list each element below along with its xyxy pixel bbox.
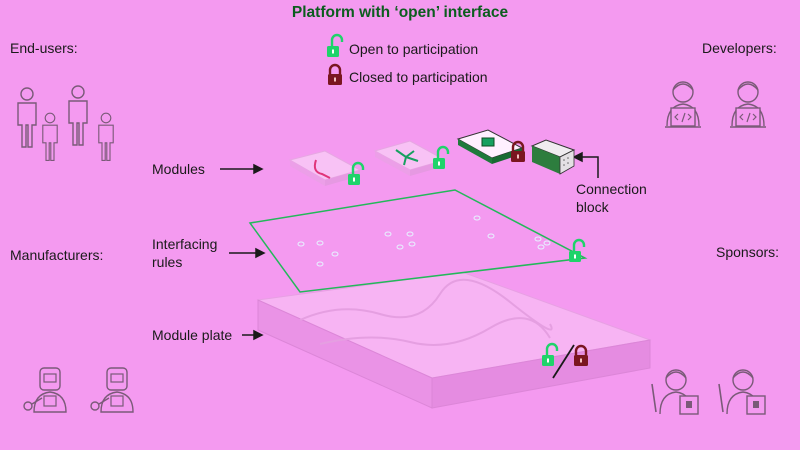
sponsors-label: Sponsors:: [716, 244, 780, 260]
modules-label: Modules: [152, 161, 205, 177]
legend-closed-lock-icon: [326, 63, 344, 87]
developers-people-icon: [664, 81, 767, 128]
legend-open-lock-icon: [325, 33, 344, 59]
modules-arrow: [220, 163, 264, 175]
connection-block-label-line2: block: [576, 199, 609, 215]
connection-block: [530, 139, 576, 175]
legend-closed-label: Closed to participation: [349, 69, 488, 85]
diagram-title: Platform with ‘open’ interface: [291, 4, 509, 21]
module-plate: [256, 271, 652, 409]
module-3: [456, 129, 524, 164]
legend-open-label: Open to participation: [349, 41, 479, 57]
manufacturers-label: Manufacturers:: [10, 247, 104, 263]
interfacing-rules-arrow: [229, 247, 266, 259]
connection-block-label-line1: Connection: [576, 181, 647, 197]
interfacing-rules-plane: [248, 189, 588, 293]
open-closed-divider: [552, 344, 575, 379]
interfacing-rules-label-line2: rules: [152, 254, 183, 270]
module-plate-label: Module plate: [152, 327, 233, 343]
developers-label: Developers:: [702, 40, 777, 56]
module-plate-arrow: [242, 329, 264, 341]
sponsors-people-icon: [651, 369, 766, 415]
end-users-people-icon: [17, 85, 114, 161]
connection-block-arrow: [572, 151, 599, 178]
module-1: [288, 150, 362, 186]
module-3-closed-lock-icon: [509, 140, 527, 164]
interfacing-rules-label-line1: Interfacing: [152, 236, 218, 252]
manufacturers-people-icon: [23, 367, 134, 413]
module-2-open-lock-icon: [431, 145, 450, 171]
end-users-label: End-users:: [10, 40, 78, 56]
